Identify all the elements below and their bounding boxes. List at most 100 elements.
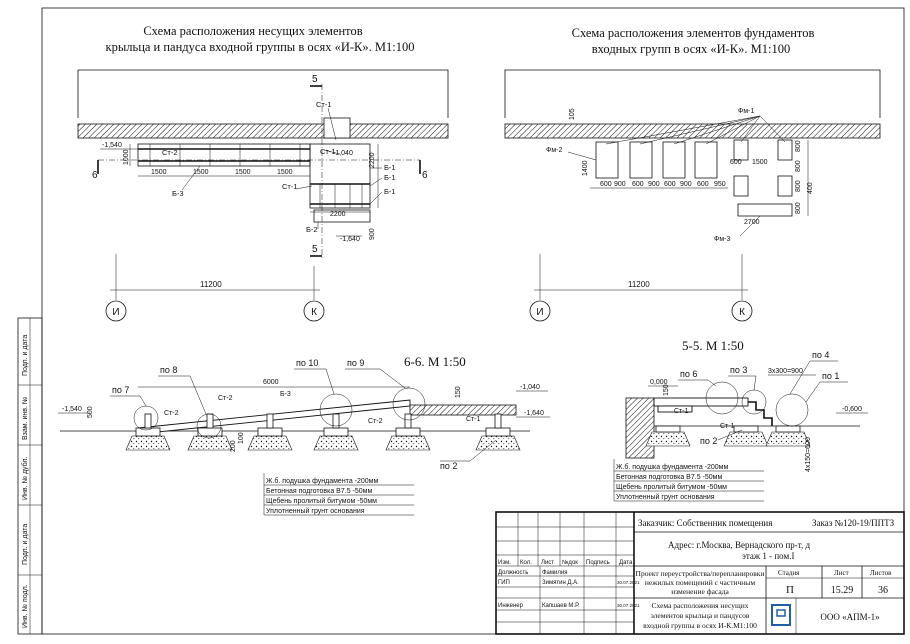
tb-date-2: 30.07.2021 <box>617 603 640 608</box>
dim-2200-v: 2200 <box>369 152 376 168</box>
plan-right-title-1: Схема расположения элементов фундаментов <box>572 26 815 40</box>
dim-2200-h: 2200 <box>330 211 346 218</box>
label-st1-top: Ст-1 <box>316 100 332 109</box>
dim-1500-d: 1500 <box>277 169 293 176</box>
level-1640-66: -1,640 <box>524 410 544 417</box>
section-5-bottom: 5 <box>312 244 318 255</box>
axis-bubble-right-i <box>529 300 551 322</box>
label-st2-b: Ст-2 <box>218 395 233 402</box>
label-po2-55: по 2 <box>700 436 717 446</box>
level-1540-66: -1,540 <box>62 406 82 413</box>
plan-right-title-2: входных групп в осях «И-К». М1:100 <box>592 42 790 56</box>
dim-400: 400 <box>807 182 814 194</box>
dim-900: 900 <box>369 228 376 240</box>
foundation-pad-0 <box>125 435 171 451</box>
legend55-item-0: Ж.б. подушка фундамента -200мм <box>616 463 728 471</box>
level-000: 0,000 <box>650 379 668 386</box>
fm-dim-4: 600 <box>664 181 676 188</box>
tb-name-0: Фамилия <box>542 570 567 576</box>
fm-dim-2: 600 <box>632 181 644 188</box>
tb-sheet: 15.29 <box>831 585 854 596</box>
foundation-pad-5 <box>475 435 521 451</box>
dim-1500-a: 1500 <box>151 169 167 176</box>
legend66-item-0: Ж.б. подушка фундамента -200мм <box>266 477 378 485</box>
label-b3-66: Б-3 <box>280 391 291 398</box>
level-1040-66: -1,040 <box>520 384 540 391</box>
label-st2-a: Ст-2 <box>164 410 179 417</box>
label-po3: по 3 <box>730 365 747 375</box>
stamp-sign-date-2: Подп. и дата <box>22 524 29 565</box>
tb-drawing-3: входной группы в осях И-К.М1:100 <box>643 621 757 630</box>
level-1540: -1,540 <box>102 142 122 149</box>
dim-600: 600 <box>730 159 742 166</box>
label-st1-low: Ст-1 <box>282 182 298 191</box>
legend55-item-2: Щебень пролитый битумом -50мм <box>616 483 727 491</box>
wall-hatch-right <box>504 123 881 139</box>
stamp-dup-inv: Инв. № дубл. <box>21 457 29 500</box>
label-fm2: Фм-2 <box>546 147 562 154</box>
stamp-replace-inv: Взам. инв. № <box>22 397 29 440</box>
label-po4: по 4 <box>812 350 829 360</box>
label-po8: по 8 <box>160 365 177 375</box>
plan-left: Схема расположения несущих элементов кры… <box>77 24 449 322</box>
dim-800-d: 800 <box>795 202 802 214</box>
tb-drawing-1: Схема расположения несущих <box>652 601 749 610</box>
fm-dim-7: 950 <box>714 181 726 188</box>
plan-left-title-2: крыльца и пандуса входной группы в осях … <box>106 40 415 54</box>
label-st1-55-a: Ст-1 <box>674 408 689 415</box>
tb-role-2: Инженер <box>498 603 524 609</box>
axis-bubble-right-k <box>731 300 753 322</box>
fm-dim-0: 600 <box>600 181 612 188</box>
foundation-pad-3 <box>313 435 359 451</box>
tb-address-2: этаж 1 - пом.I <box>742 551 794 561</box>
dim-1000: 1000 <box>123 149 130 165</box>
foundation-pads <box>595 139 793 217</box>
tb-header-4: Подпись <box>586 560 610 566</box>
dim-1500-b: 1500 <box>193 169 209 176</box>
label-po1: по 1 <box>822 371 839 381</box>
section-6-right: 6 <box>422 170 428 181</box>
tb-customer: Заказчик: Собственник помещения <box>638 518 772 528</box>
level-1640: -1,640 <box>340 236 360 243</box>
label-st1-55-b: Ст-1 <box>720 423 735 430</box>
dim-1400: 1400 <box>582 160 589 176</box>
dim-1500: 1500 <box>752 159 768 166</box>
axis-label-left-k: К <box>311 307 317 318</box>
axis-label-right-k: К <box>739 307 745 318</box>
section66-title: 6-6. М 1:50 <box>404 354 466 369</box>
section-5-top: 5 <box>312 74 318 85</box>
tb-header-1: Кол. <box>520 560 532 566</box>
label-po2-66: по 2 <box>440 461 457 471</box>
tb-address-1: Адрес: г.Москва, Вернадского пр-т, д <box>668 540 811 550</box>
section-6-left: 6 <box>92 170 98 181</box>
dim-3x300: 3х300=900 <box>768 368 803 375</box>
label-po6: по 6 <box>680 369 697 379</box>
porch-slab <box>409 404 517 416</box>
tb-order: Заказ №120-19/ППТЗ <box>812 518 895 528</box>
section-6-6: 6-6. М 1:50 по 7 по 8 по 10 по 9 по 2 <box>58 354 550 516</box>
fm-dim-6: 600 <box>697 181 709 188</box>
label-po10: по 10 <box>296 358 318 368</box>
axis-bubble-left-k <box>303 300 325 322</box>
label-po9: по 9 <box>347 358 364 368</box>
tb-project-3: изменение фасада <box>671 587 729 596</box>
foundation55-pad-2 <box>765 431 811 447</box>
tb-header-5: Дата <box>619 560 633 566</box>
legend55-item-1: Бетонная подготовка B7.5 -50мм <box>616 474 722 481</box>
tb-role-0: Должность <box>498 570 528 576</box>
dim-800-a: 800 <box>795 140 802 152</box>
side-stamp: Подп. и дата Взам. инв. № Инв. № дубл. П… <box>17 317 43 635</box>
dim-200: 200 <box>230 440 237 452</box>
span-right: 11200 <box>628 280 650 289</box>
tb-sheets-head: Листов <box>870 569 892 577</box>
dim-4x150: 4х150=600 <box>805 437 812 472</box>
tb-sheet-head: Лист <box>834 569 849 577</box>
tb-name-2: Капшаев М.Р. <box>542 603 580 609</box>
stamp-sign-date-1: Подп. и дата <box>22 335 29 376</box>
axis-label-right-i: И <box>536 307 543 318</box>
wall-hatch-left <box>77 123 449 139</box>
tb-sheets: 36 <box>878 585 888 596</box>
dim-6000: 6000 <box>263 379 279 386</box>
level-600: -0,600 <box>842 406 862 413</box>
